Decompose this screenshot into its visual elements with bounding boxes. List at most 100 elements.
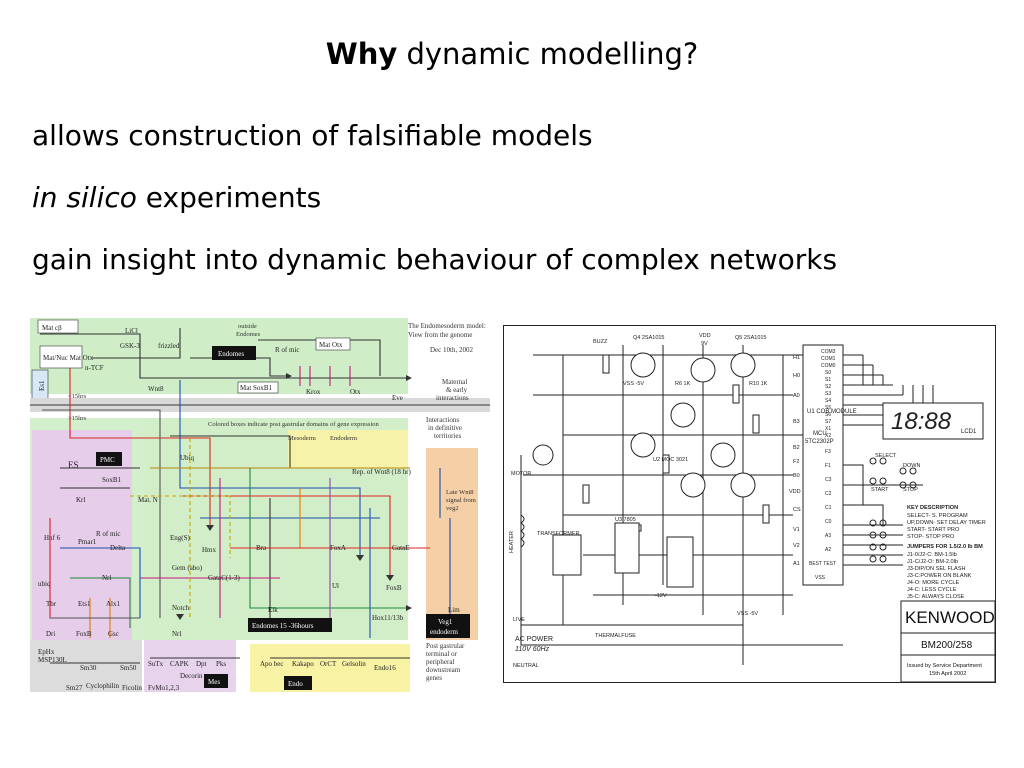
gene-foxb-2: FoxB xyxy=(386,584,402,592)
gene-gatae: GataE xyxy=(392,544,410,552)
pin-right: VSS xyxy=(815,575,826,581)
gene-delta: Delta xyxy=(110,544,126,552)
gene-frizzled: frizzled xyxy=(158,342,180,350)
bullet-text: allows construction of falsifiable model… xyxy=(32,119,593,152)
gene-mat-soxb1: Mat SoxB1 xyxy=(240,384,273,392)
brand-name: KENWOOD xyxy=(905,608,995,627)
pin-left: CS xyxy=(793,507,801,513)
pin-right: A3 xyxy=(825,533,831,539)
gene-gem: Gem (abo) xyxy=(172,564,203,572)
side-post-2: terminal or xyxy=(426,650,458,658)
pin-right: A2 xyxy=(825,547,831,553)
label-vss-2: VSS -5V xyxy=(737,611,758,617)
label-minus12v: -12V xyxy=(655,593,667,599)
bullet-italic: in silico xyxy=(32,181,137,214)
lcd-display xyxy=(882,402,984,440)
jumper-line: J4-C: LESS CYCLE xyxy=(907,587,957,593)
pin-left: H0 xyxy=(793,373,800,379)
label-q4: Q4 2SA1015 xyxy=(633,335,665,341)
title-rest: dynamic modelling? xyxy=(397,37,699,71)
pin-left: F2 xyxy=(793,459,799,465)
key-line: STOP- STOP PRO xyxy=(907,534,955,540)
jumper-title: JUMPERS FOR 1.5/2.0 lb BM xyxy=(907,544,983,550)
gene-endo16: Endo16 xyxy=(374,664,396,672)
issued-date: 15th April 2002 xyxy=(929,671,966,677)
side-post-1: Post gastrular xyxy=(426,642,465,650)
title-bold: Why xyxy=(325,37,398,71)
side-post-5: genes xyxy=(426,674,442,682)
tag-endomes: Endomes xyxy=(218,350,244,358)
pin-left: V2 xyxy=(793,543,800,549)
side-maternal-3: interactions xyxy=(436,394,469,402)
gene-sutx: SuTx xyxy=(148,660,164,668)
title-block: KENWOOD BM200/258 Issued by Service Depa… xyxy=(900,600,996,683)
pin-right: X1 xyxy=(825,426,831,432)
note-outside-1: outside xyxy=(238,323,257,330)
gene-wnt8: Wnt8 xyxy=(148,385,164,393)
caption-line-1: The Endomesoderm model: xyxy=(408,322,486,330)
label-thermalfuse: THERMALFUSE xyxy=(595,633,636,639)
grn-diagram: Mat cβ LiCl GSK-3 frizzled R of mic Mat … xyxy=(30,318,490,692)
pin-left: B3 xyxy=(793,419,800,425)
gene-r-of-mic: R of mic xyxy=(275,346,300,354)
bullet-text: gain insight into dynamic behaviour of c… xyxy=(32,243,838,276)
key-title: KEY DESCRIPTION xyxy=(907,505,958,511)
gene-pmar1: Pmar1 xyxy=(78,538,97,546)
gene-orct: OrCT xyxy=(320,660,337,668)
gene-ets1: Ets1 xyxy=(78,600,91,608)
heater-coil xyxy=(520,514,525,548)
gene-hox11: Hox11/13b xyxy=(372,614,404,622)
endo-terminal-region xyxy=(250,644,410,692)
label-q5: Q5 2SA1015 xyxy=(735,335,767,341)
label-r10: R10 1K xyxy=(749,381,768,387)
gene-capk: CAPK xyxy=(170,660,189,668)
gene-notch: Notch xyxy=(172,604,190,612)
components xyxy=(532,352,770,588)
pin-right: BEST TEST xyxy=(809,561,836,567)
key-line: UP,DOWN- SET DELAY TIMER xyxy=(907,520,986,526)
note-hrs-1: <15hrs xyxy=(68,393,87,400)
gene-eve: Eve xyxy=(392,394,403,402)
gene-eng: Eng(S) xyxy=(170,534,191,542)
gene-nrl-2: Nrl xyxy=(172,630,181,638)
pin-right: C2 xyxy=(825,491,832,497)
jumpers xyxy=(869,519,887,563)
note-hrs-2: >15hrs xyxy=(68,415,87,422)
side-definitive-3: territories xyxy=(434,432,461,440)
pin-right: C0 xyxy=(825,519,832,525)
gene-tbr: Tbr xyxy=(46,600,57,608)
pin-right: S5 xyxy=(825,405,831,411)
pmc-terminal-region xyxy=(30,640,142,692)
label-buzz: BUZZ xyxy=(593,339,608,345)
jumper-line: J4-O: MORE CYCLE xyxy=(907,580,959,586)
endomesoderm-network-figure: Mat cβ LiCl GSK-3 frizzled R of mic Mat … xyxy=(30,318,490,694)
switch-start: START xyxy=(871,487,889,493)
gene-bra: Bra xyxy=(256,544,267,552)
gene-elk: Elk xyxy=(268,606,278,614)
gene-es: ES xyxy=(68,460,79,470)
gene-otx: Otx xyxy=(350,388,361,396)
switch-down: DOWN xyxy=(903,463,920,469)
key-line: START- START PRO xyxy=(907,527,960,533)
gene-r-of-mic-2: R of mic xyxy=(96,530,121,538)
gene-sm30: Sm30 xyxy=(80,664,97,672)
jumper-line: J1-C/J2-O: BM-2.0lb xyxy=(907,559,958,565)
gene-dpt: Dpt xyxy=(196,660,207,668)
model-number: BM200/258 xyxy=(921,640,973,651)
pin-right: F3 xyxy=(825,449,831,455)
note-mesoderm: Mesoderm xyxy=(288,435,316,442)
pin-right: S2 xyxy=(825,384,831,390)
lcd-label: LCD1 xyxy=(961,429,977,435)
pin-right: C1 xyxy=(825,505,832,511)
caption-date: Dec 10th, 2002 xyxy=(430,346,473,354)
bullet-dynamic-behaviour: gain insight into dynamic behaviour of c… xyxy=(32,242,837,278)
gene-mat-n: Mat. N xyxy=(138,496,158,504)
gene-ubiq-2: ubiq xyxy=(38,580,51,588)
pin-left: VDD xyxy=(789,489,801,495)
mcu-part: 5TC2302P xyxy=(805,439,834,445)
label-vdd: VDD xyxy=(699,333,711,339)
label-motor: MOTOR xyxy=(511,471,531,477)
note-endoderm: Endoderm xyxy=(330,435,357,442)
gene-lim: Lim xyxy=(448,606,460,614)
key-line: SELECT- S. PROGRAM xyxy=(907,513,968,519)
